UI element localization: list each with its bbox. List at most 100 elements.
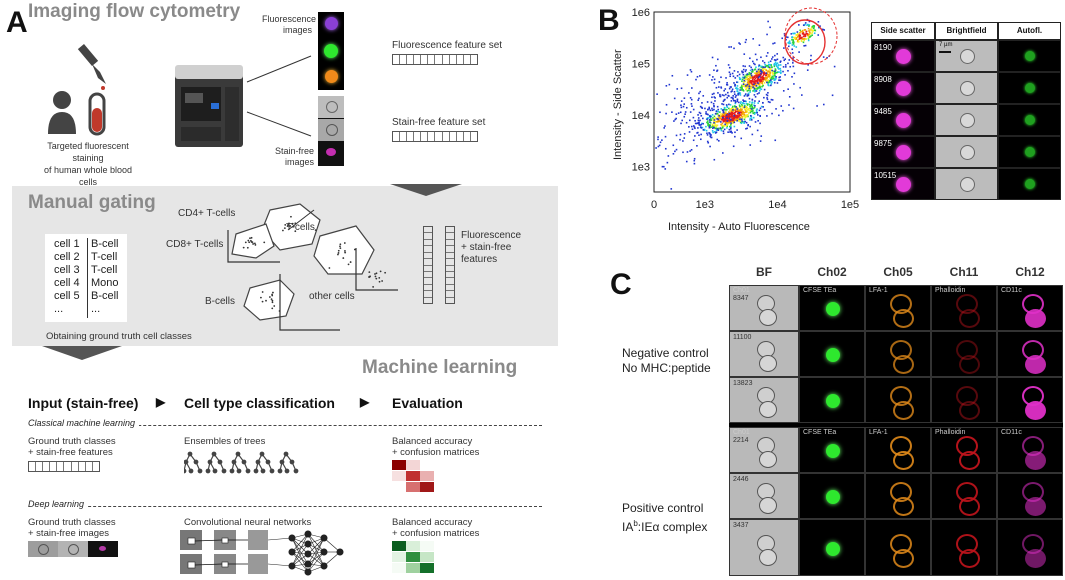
scatter-point xyxy=(764,68,766,71)
negative-line1: Negative control xyxy=(622,346,709,360)
scatter-point xyxy=(752,85,755,88)
scatter-point xyxy=(756,58,758,61)
scatter-point xyxy=(769,68,772,70)
scatter-point xyxy=(753,89,756,92)
y-tick-label: 1e3 xyxy=(632,161,650,173)
fluorescence-images-strip xyxy=(318,12,344,90)
scatter-point xyxy=(711,129,714,132)
scatter-point xyxy=(714,97,716,99)
gate-dot xyxy=(314,229,317,232)
classical-eval-line2: + confusion matrices xyxy=(392,447,480,458)
scatter-point xyxy=(763,96,765,99)
scatter-point xyxy=(675,117,677,120)
scatter-point xyxy=(690,125,693,128)
scatter-point xyxy=(749,69,752,72)
scatter-point xyxy=(734,107,737,110)
scatter-point xyxy=(664,135,667,138)
scatter-point xyxy=(746,111,749,113)
scatter-point xyxy=(701,107,704,109)
scatter-point xyxy=(773,62,776,65)
scatter-point xyxy=(753,78,756,81)
nn-node xyxy=(288,548,296,556)
scatter-point xyxy=(671,74,674,77)
gate-dot xyxy=(284,223,287,226)
fluor-tile xyxy=(799,331,865,377)
scatter-point xyxy=(772,73,774,75)
nn-edge xyxy=(307,551,325,573)
scatter-point xyxy=(697,119,700,122)
scatter-point xyxy=(707,141,710,144)
scatter-point xyxy=(726,124,729,126)
scatter-point xyxy=(792,57,794,59)
scatter-point xyxy=(760,72,762,75)
scatter-point xyxy=(743,111,745,114)
scatter-point xyxy=(784,58,786,60)
gate-dot xyxy=(368,271,371,273)
scatter-point xyxy=(731,114,733,117)
scatter-point xyxy=(752,107,755,110)
scatter-point xyxy=(722,132,725,135)
bf-tile: 13823 xyxy=(729,377,799,423)
scatter-point xyxy=(717,92,719,94)
gate-dot xyxy=(254,244,257,246)
scatter-point xyxy=(730,122,732,124)
scatter-point xyxy=(728,122,731,124)
scatter-point xyxy=(788,40,791,42)
scatter-point xyxy=(752,116,755,119)
gate-dot xyxy=(261,300,264,303)
scatter-point xyxy=(792,107,795,110)
tree-node xyxy=(253,468,259,474)
fluor-tile xyxy=(931,473,997,519)
scatter-point xyxy=(774,61,777,63)
scatter-point xyxy=(752,90,754,92)
scatter-point xyxy=(688,126,690,128)
scatter-point xyxy=(725,116,727,119)
scatter-point xyxy=(739,102,742,105)
autofl-tile xyxy=(998,136,1061,168)
scatter-point xyxy=(808,25,810,27)
scatter-point xyxy=(808,30,810,32)
scatter-point xyxy=(724,118,726,121)
scatter-point xyxy=(747,123,749,126)
scatter-point xyxy=(751,101,754,104)
scatter-point xyxy=(762,67,764,70)
scatter-point xyxy=(708,126,711,129)
scatter-point xyxy=(789,65,792,68)
scatter-point xyxy=(752,112,755,115)
scatter-point xyxy=(722,111,725,114)
scatter-point xyxy=(758,72,761,74)
gate-dot xyxy=(347,263,350,266)
fluor-feature-vector xyxy=(392,54,478,65)
scatter-point xyxy=(800,36,803,39)
scatter-point xyxy=(711,79,713,81)
scatter-point xyxy=(756,93,759,95)
scatter-point xyxy=(762,74,765,77)
scatter-point xyxy=(702,95,705,97)
staining-caption-line1: Targeted fluorescent staining xyxy=(47,141,129,163)
scatter-point xyxy=(783,34,786,37)
autofl-cell xyxy=(1025,83,1035,93)
scatter-point xyxy=(749,125,751,128)
channel-header: Ch12 xyxy=(1015,265,1045,279)
scatter-point xyxy=(749,109,752,111)
scatter-point xyxy=(758,92,760,94)
scatter-point xyxy=(768,84,770,87)
scatter-point xyxy=(714,122,716,125)
scatter-point xyxy=(809,58,812,61)
scatter-point xyxy=(680,87,683,90)
scatter-point xyxy=(742,106,744,109)
brightfield-tile xyxy=(935,136,998,168)
scatter-point xyxy=(753,83,755,86)
scatter-point xyxy=(732,75,735,78)
scatter-point xyxy=(724,107,726,109)
scatter-point xyxy=(765,64,768,67)
gate-dot xyxy=(291,222,294,225)
scatter-point xyxy=(751,60,754,63)
scatter-point xyxy=(714,125,717,127)
scatter-point xyxy=(706,118,708,120)
scatter-point xyxy=(746,115,748,118)
scatter-point xyxy=(713,82,716,84)
scatter-points xyxy=(655,18,836,190)
